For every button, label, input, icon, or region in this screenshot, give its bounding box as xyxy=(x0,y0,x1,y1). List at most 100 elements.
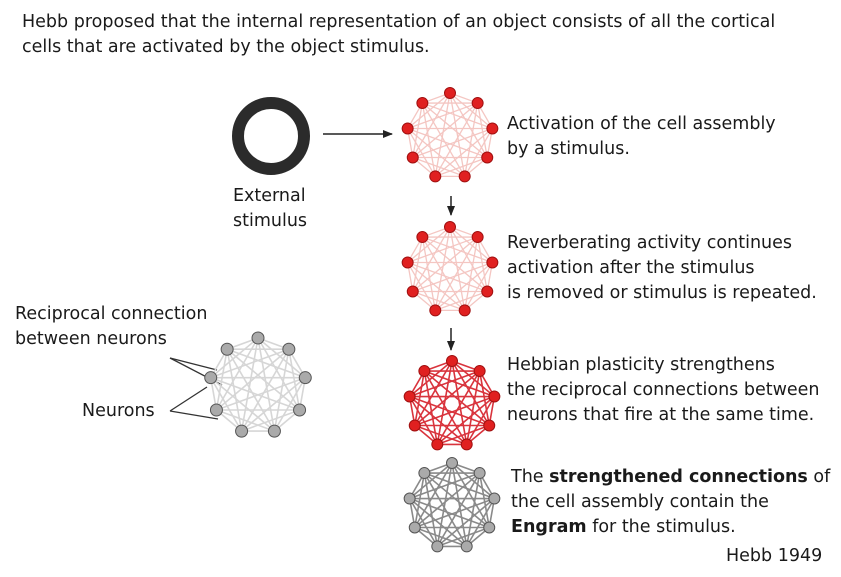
connection-edge xyxy=(421,236,436,311)
neuron-node xyxy=(403,492,416,505)
neuron-node xyxy=(416,231,429,244)
connection-edge xyxy=(412,290,465,312)
neuron-node xyxy=(403,390,416,403)
external-stimulus-label: External stimulus xyxy=(233,184,307,234)
neuron-node xyxy=(401,256,414,269)
connection-edge xyxy=(423,472,439,547)
step-4-description: The strengthened connections of the cell… xyxy=(511,465,830,540)
connection-edge xyxy=(215,349,228,411)
neuron-node xyxy=(251,331,265,345)
step-3-line-3: neurons that fire at the same time. xyxy=(507,405,815,425)
step-4-line-2: the cell assembly contain the xyxy=(511,492,769,512)
connection-edge xyxy=(412,102,424,158)
connection-edge xyxy=(407,262,436,311)
intro-text: Hebb proposed that the internal represen… xyxy=(22,10,775,60)
neuron-node xyxy=(431,540,444,553)
connection-edge xyxy=(421,236,488,292)
connection-edge xyxy=(240,348,290,432)
connection-edge xyxy=(408,396,438,445)
connection-edge xyxy=(451,360,495,398)
connection-edge xyxy=(273,377,306,432)
connection-edge xyxy=(407,128,436,177)
connection-edge xyxy=(210,337,259,379)
step-4-line-1-pre: The xyxy=(511,467,550,487)
connection-edge xyxy=(216,376,306,411)
connection-edge xyxy=(407,261,488,293)
connection-edge xyxy=(423,370,468,445)
reciprocal-label-line-1: Reciprocal connection xyxy=(15,304,208,324)
connection-edge xyxy=(407,128,466,177)
neuron-node xyxy=(408,521,421,534)
intro-line-2: cells that are activated by the object s… xyxy=(22,37,430,57)
connection-edge xyxy=(408,498,438,547)
connection-edge xyxy=(435,290,488,312)
connection-edge xyxy=(407,92,451,130)
neuron-node xyxy=(220,342,234,356)
connection-edge xyxy=(464,102,479,177)
neuron-node xyxy=(446,355,458,367)
connection-edge xyxy=(466,498,496,547)
neuron-node xyxy=(471,231,484,244)
connection-edge xyxy=(434,128,493,177)
connection-edge xyxy=(478,370,491,426)
connection-edge xyxy=(226,348,301,411)
connection-edge xyxy=(414,424,467,446)
connection-edge xyxy=(257,337,276,432)
connection-edge xyxy=(414,472,481,529)
neuron-node xyxy=(446,457,458,469)
connection-edge xyxy=(449,92,466,177)
connection-edge xyxy=(226,348,306,379)
neuron-node xyxy=(460,540,473,553)
neuron-node xyxy=(481,285,494,298)
connection-edge xyxy=(407,236,478,264)
connection-edge xyxy=(436,370,481,445)
connection-edge xyxy=(412,92,451,158)
connection-edge xyxy=(434,236,479,311)
neuron-node xyxy=(282,342,296,356)
neuron-node xyxy=(204,371,218,385)
connection-edge xyxy=(226,349,243,432)
neuron-node xyxy=(267,424,281,438)
neuron-node xyxy=(444,87,456,99)
connection-edge xyxy=(240,337,259,432)
callout-line-neurons-b xyxy=(169,410,219,420)
neuron-node xyxy=(429,304,442,317)
neuron-node xyxy=(471,97,484,110)
neuron-node xyxy=(418,365,431,378)
reciprocal-label-line-2: between neurons xyxy=(15,329,167,349)
connection-edge xyxy=(478,472,491,528)
connection-edge xyxy=(288,349,301,411)
neuron-node xyxy=(406,151,419,164)
connection-edge xyxy=(423,472,468,547)
neurons-label: Neurons xyxy=(82,401,155,421)
neuron-node xyxy=(460,438,473,451)
connection-edge xyxy=(412,102,479,158)
connection-edge xyxy=(414,497,495,529)
neuron-node xyxy=(418,467,431,480)
connection-edge xyxy=(407,226,451,264)
connection-edge xyxy=(423,370,439,445)
stimulus-label-line-2: stimulus xyxy=(233,211,308,231)
reciprocal-connection-label: Reciprocal connection between neurons xyxy=(15,302,207,352)
connection-edge xyxy=(257,337,306,379)
step-2-line-3: is removed or stimulus is repeated. xyxy=(507,283,817,303)
step-1-line-2: by a stimulus. xyxy=(507,139,630,159)
connection-edge xyxy=(451,462,468,547)
step-4-line-1-post: of xyxy=(807,467,831,487)
step-2-line-2: activation after the stimulus xyxy=(507,258,755,278)
network-engram xyxy=(403,457,501,553)
neuron-node xyxy=(293,403,307,417)
connection-edge xyxy=(412,261,493,293)
connection-edge xyxy=(424,472,495,500)
connection-edge xyxy=(437,526,490,548)
connection-edge xyxy=(210,376,300,411)
neuron-node xyxy=(481,151,494,164)
connection-edge xyxy=(421,102,436,177)
neuron-node xyxy=(486,122,499,135)
neuron-node xyxy=(406,285,419,298)
connection-edge xyxy=(412,236,479,292)
connection-edge xyxy=(423,472,490,529)
connection-edge xyxy=(412,236,424,292)
connection-edge xyxy=(422,102,493,130)
